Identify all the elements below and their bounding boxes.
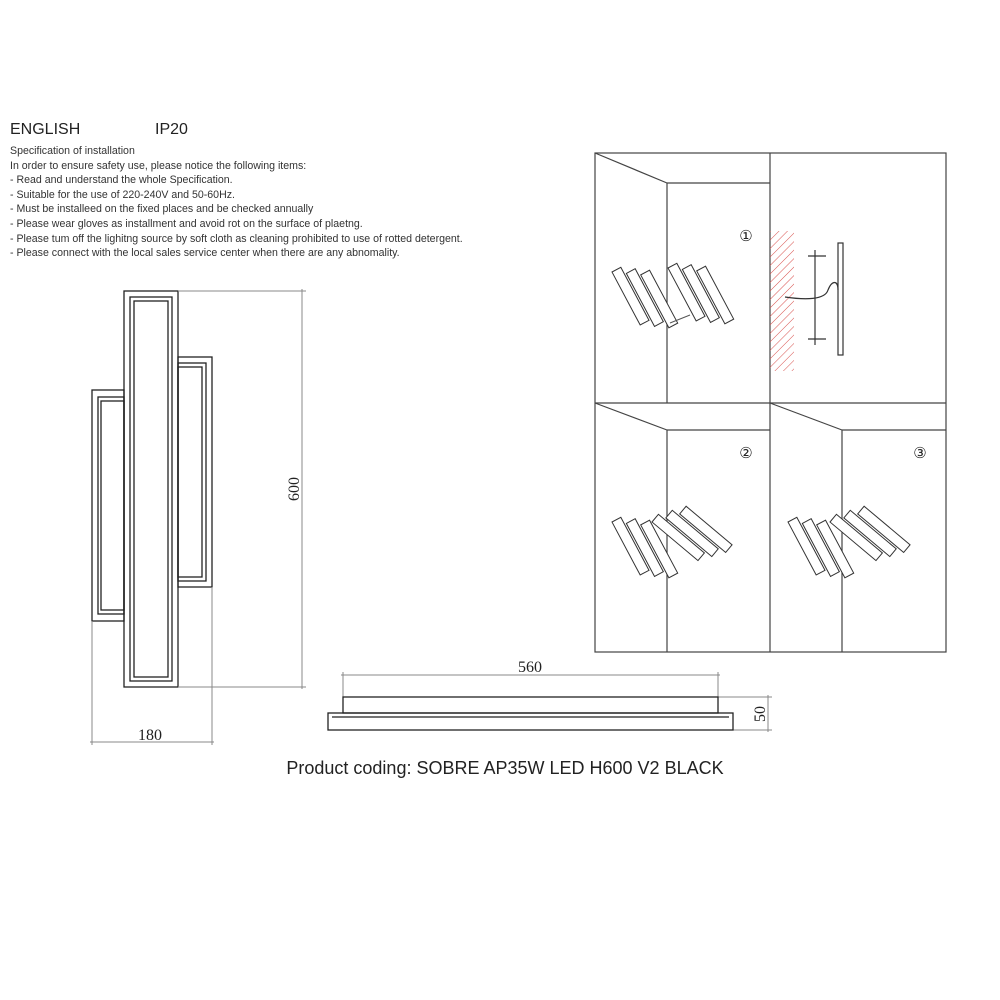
length-dimension: 560 bbox=[518, 659, 542, 676]
side-view bbox=[327, 696, 734, 731]
spec-item: - Suitable for the use of 220-240V and 5… bbox=[10, 188, 235, 201]
fixture-step1 bbox=[611, 251, 735, 340]
height-dimension: 600 bbox=[286, 477, 303, 501]
specification-block: Specification of installation In order t… bbox=[10, 144, 463, 261]
width-dimension: 180 bbox=[138, 727, 162, 744]
front-view bbox=[91, 290, 213, 688]
step-3-marker: ③ bbox=[913, 445, 926, 462]
product-coding: Product coding: SOBRE AP35W LED H600 V2 … bbox=[286, 758, 724, 778]
spec-item: - Please connect with the local sales se… bbox=[10, 247, 400, 260]
spec-title: Specification of installation bbox=[10, 145, 135, 157]
installation-diagram bbox=[594, 152, 947, 653]
spec-item: - Please tum off the lighitng source by … bbox=[10, 232, 463, 245]
step-2-marker: ② bbox=[739, 445, 752, 462]
spec-item: - Please wear gloves as installment and … bbox=[10, 217, 363, 230]
step-1-marker: ① bbox=[739, 228, 752, 245]
spec-item: - Read and understand the whole Specific… bbox=[10, 174, 233, 187]
depth-dimension: 50 bbox=[752, 706, 769, 722]
spec-item: - Must be installeed on the fixed places… bbox=[10, 203, 314, 216]
bracket-detail bbox=[784, 242, 844, 356]
wall-hatch bbox=[770, 231, 794, 371]
ip-rating: IP20 bbox=[155, 121, 188, 138]
spec-intro: In order to ensure safety use, please no… bbox=[10, 159, 307, 172]
language-label: ENGLISH bbox=[10, 121, 81, 138]
fixture-step2 bbox=[611, 495, 733, 590]
dimension-lines bbox=[90, 289, 772, 745]
fixture-step3 bbox=[787, 495, 911, 590]
